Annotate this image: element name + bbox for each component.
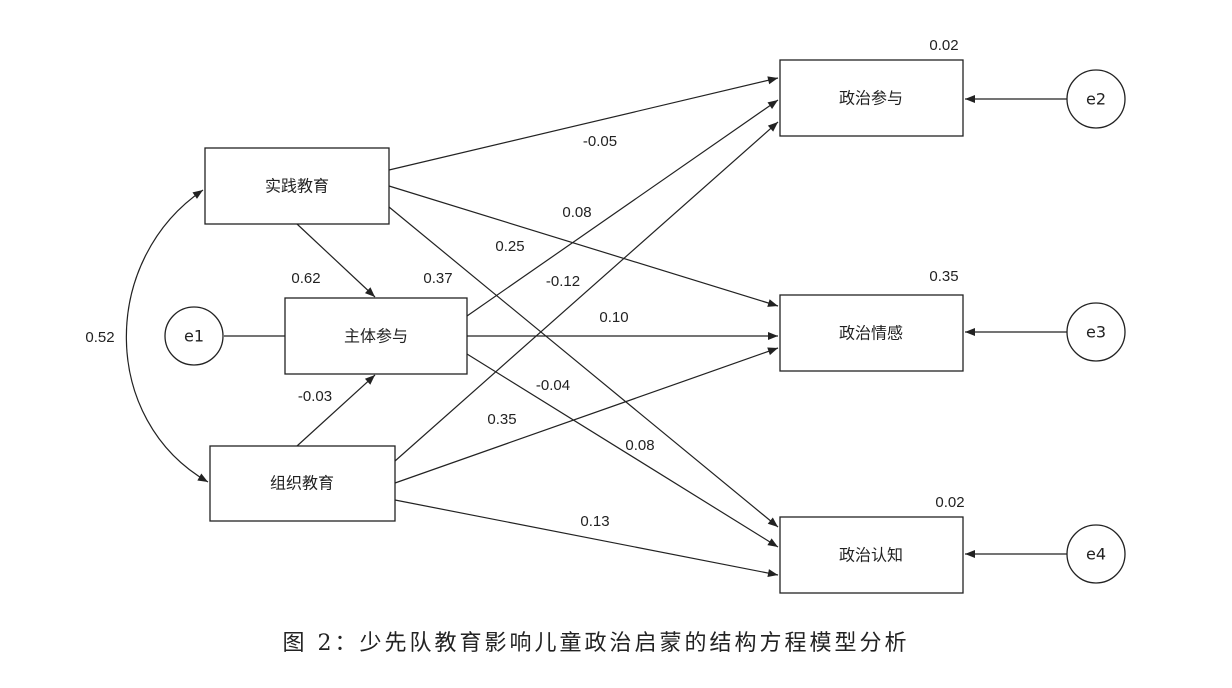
path-label: 0.35 [487,411,516,428]
node-label: 实践教育 [265,177,329,196]
edge-practice-pol-cognition [388,206,779,528]
edges [125,76,1067,578]
path-label: 0.25 [495,238,524,255]
node-label: 政治认知 [839,546,903,565]
edge-organization-pol-participation [394,121,779,462]
path-label: 0.08 [625,437,654,454]
node-pol-emotion: 政治情感 [779,294,964,372]
covariance-arc [125,189,209,483]
path-label: 0.10 [599,309,628,326]
path-label: 0.37 [423,270,452,287]
error-e4: e4 [1066,524,1126,584]
edge-participation-pol-participation [466,99,779,317]
error-e3: e3 [1066,302,1126,362]
path-label: 0.62 [291,270,320,287]
path-label: -0.04 [536,377,570,394]
error-e2: e2 [1066,69,1126,129]
node-label: 政治情感 [839,324,903,343]
node-participation: 主体参与 [284,297,468,375]
error-label: e4 [1086,545,1106,564]
path-label: 0.08 [562,204,591,221]
path-label: -0.12 [546,273,580,290]
edge-organization-pol-cognition [394,499,779,578]
node-practice: 实践教育 [204,147,390,225]
error-e1: e1 [164,306,224,366]
edge-practice-participation [296,223,376,298]
node-organization: 组织教育 [209,445,396,522]
edge-participation-pol-cognition [466,353,779,548]
edge-organization-pol-emotion [394,347,779,484]
node-pol-participation: 政治参与 [779,59,964,137]
path-label: 0.13 [580,513,609,530]
r2-pol-emotion: 0.35 [929,268,958,285]
node-pol-cognition: 政治认知 [779,516,964,594]
node-label: 主体参与 [344,327,408,346]
node-label: 组织教育 [270,474,334,493]
error-label: e1 [184,327,204,346]
figure-caption: 图 2：少先队教育影响儿童政治启蒙的结构方程模型分析 [283,631,910,656]
r2-pol-cognition: 0.02 [935,494,964,511]
edge-practice-pol-emotion [388,185,779,307]
error-label: e2 [1086,90,1106,109]
node-label: 政治参与 [839,89,903,108]
path-label: -0.05 [583,133,617,150]
r2-pol-participation: 0.02 [929,37,958,54]
error-label: e3 [1086,323,1106,342]
edge-practice-pol-participation [388,76,779,171]
edge-organization-participation [296,374,376,447]
covariance-label: 0.52 [85,329,114,346]
path-label: -0.03 [298,388,332,405]
